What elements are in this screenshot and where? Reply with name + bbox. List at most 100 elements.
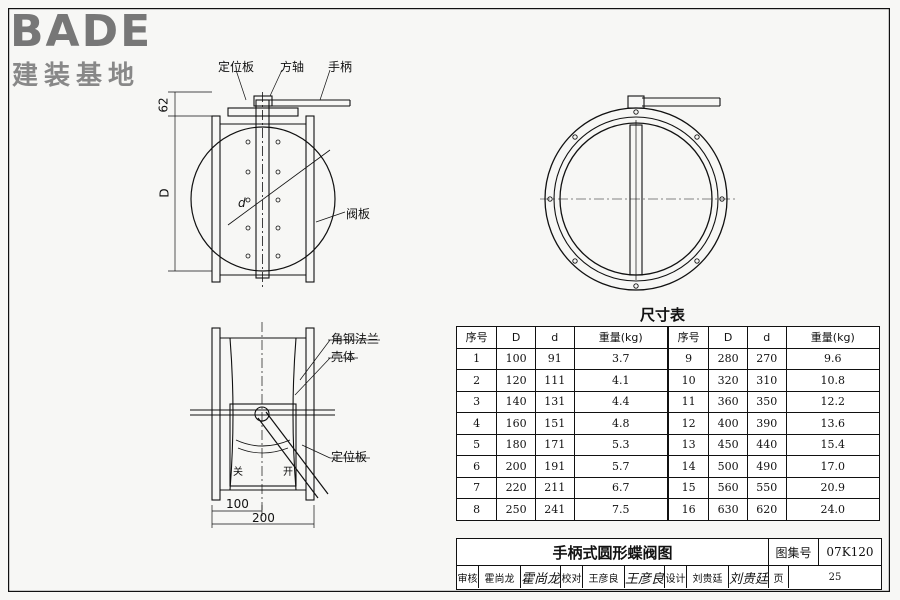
table-cell: 350 [746, 390, 787, 413]
table-cell: 400 [708, 412, 748, 435]
plan-view [190, 322, 380, 528]
atlas-number: 07K120 [826, 545, 874, 559]
drawing-title: 手柄式圆形蝶阀图 [457, 539, 769, 565]
table-cell: 11 [667, 390, 710, 413]
table-cell: 6.7 [573, 476, 669, 499]
logo-subtitle: 建装基地 [12, 61, 141, 91]
table-cell: 620 [746, 498, 787, 521]
table-cell: 10.8 [785, 369, 881, 392]
table-cell: 17.0 [785, 455, 881, 478]
table-cell: 3.7 [573, 347, 669, 370]
label-open: 开 [283, 467, 293, 478]
table-cell: 13.6 [785, 412, 881, 435]
table-cell: 7.5 [573, 498, 669, 521]
table-cell: 630 [708, 498, 748, 521]
table-cell: 4 [455, 412, 498, 435]
header-cell: 重量(kg) [785, 326, 881, 349]
table-cell: 390 [746, 412, 787, 435]
label-handle: 手柄 [328, 60, 353, 74]
page-label: 页 [769, 566, 789, 588]
drawing-sheet [7, 7, 891, 593]
reviewer-name: 霍尚龙 [479, 566, 521, 588]
table-cell: 3 [455, 390, 498, 413]
table-cell: 12 [667, 412, 710, 435]
table-cell: 211 [534, 476, 575, 499]
table-cell: 450 [708, 433, 748, 456]
designer-signature: 刘贵廷 [729, 566, 769, 588]
reviewer-signature: 霍尚龙 [521, 566, 561, 588]
dim-D: D [157, 188, 172, 198]
table-cell: 120 [496, 369, 536, 392]
table-cell: 7 [455, 476, 498, 499]
table-cell: 9 [667, 347, 710, 370]
table-cell: 280 [708, 347, 748, 370]
table-cell: 440 [746, 433, 787, 456]
table-cell: 16 [667, 498, 710, 521]
table-cell: 5.7 [573, 455, 669, 478]
table-cell: 550 [746, 476, 787, 499]
logo-wordmark: BADE [10, 6, 153, 57]
table-cell: 9.6 [785, 347, 881, 370]
page-number: 25 [828, 571, 842, 583]
label-square-shaft: 方轴 [280, 60, 305, 74]
designer-name: 刘贵廷 [687, 566, 729, 588]
table-cell: 500 [708, 455, 748, 478]
table-cell: 250 [496, 498, 536, 521]
table-cell: 131 [534, 390, 575, 413]
checker-signature: 王彦良 [625, 566, 665, 588]
header-cell: d [534, 326, 575, 349]
table-cell: 4.8 [573, 412, 669, 435]
header-cell: 重量(kg) [573, 326, 669, 349]
table-cell: 360 [708, 390, 748, 413]
header-cell: 序号 [455, 326, 498, 349]
table-cell: 13 [667, 433, 710, 456]
table-cell: 241 [534, 498, 575, 521]
table-cell: 220 [496, 476, 536, 499]
table-cell: 171 [534, 433, 575, 456]
header-cell: 序号 [667, 326, 710, 349]
table-cell: 20.9 [785, 476, 881, 499]
size-table-title: 尺寸表 [640, 306, 686, 324]
front-elevation-view [168, 69, 351, 290]
drawing-border [7, 7, 891, 593]
title-block: 手柄式圆形蝶阀图 图集号 07K120 审核 霍尚龙 霍尚龙 校对 王彦良 王彦… [456, 538, 882, 590]
label-positioning-plate-top: 定位板 [218, 60, 255, 74]
dim-62: 62 [156, 97, 171, 113]
dim-d: d [238, 196, 246, 210]
label-close: 关 [233, 467, 243, 478]
table-cell: 270 [746, 347, 787, 370]
table-cell: 24.0 [785, 498, 881, 521]
header-cell: d [746, 326, 787, 349]
label-positioning-plate-side: 定位板 [331, 450, 368, 464]
label-valve-plate: 阀板 [346, 207, 371, 221]
table-cell: 100 [496, 347, 536, 370]
check-label: 校对 [561, 566, 583, 588]
review-label: 审核 [457, 566, 479, 588]
table-cell: 151 [534, 412, 575, 435]
label-angle-flange: 角钢法兰 [331, 332, 380, 346]
table-cell: 4.1 [573, 369, 669, 392]
checker-name: 王彦良 [583, 566, 625, 588]
table-cell: 15.4 [785, 433, 881, 456]
atlas-label: 图集号 [769, 539, 819, 565]
table-cell: 4.4 [573, 390, 669, 413]
dim-200: 200 [252, 511, 275, 525]
header-cell: D [708, 326, 748, 349]
table-cell: 560 [708, 476, 748, 499]
table-cell: 14 [667, 455, 710, 478]
table-cell: 191 [534, 455, 575, 478]
table-cell: 91 [534, 347, 575, 370]
design-label: 设计 [665, 566, 687, 588]
header-cell: D [496, 326, 536, 349]
